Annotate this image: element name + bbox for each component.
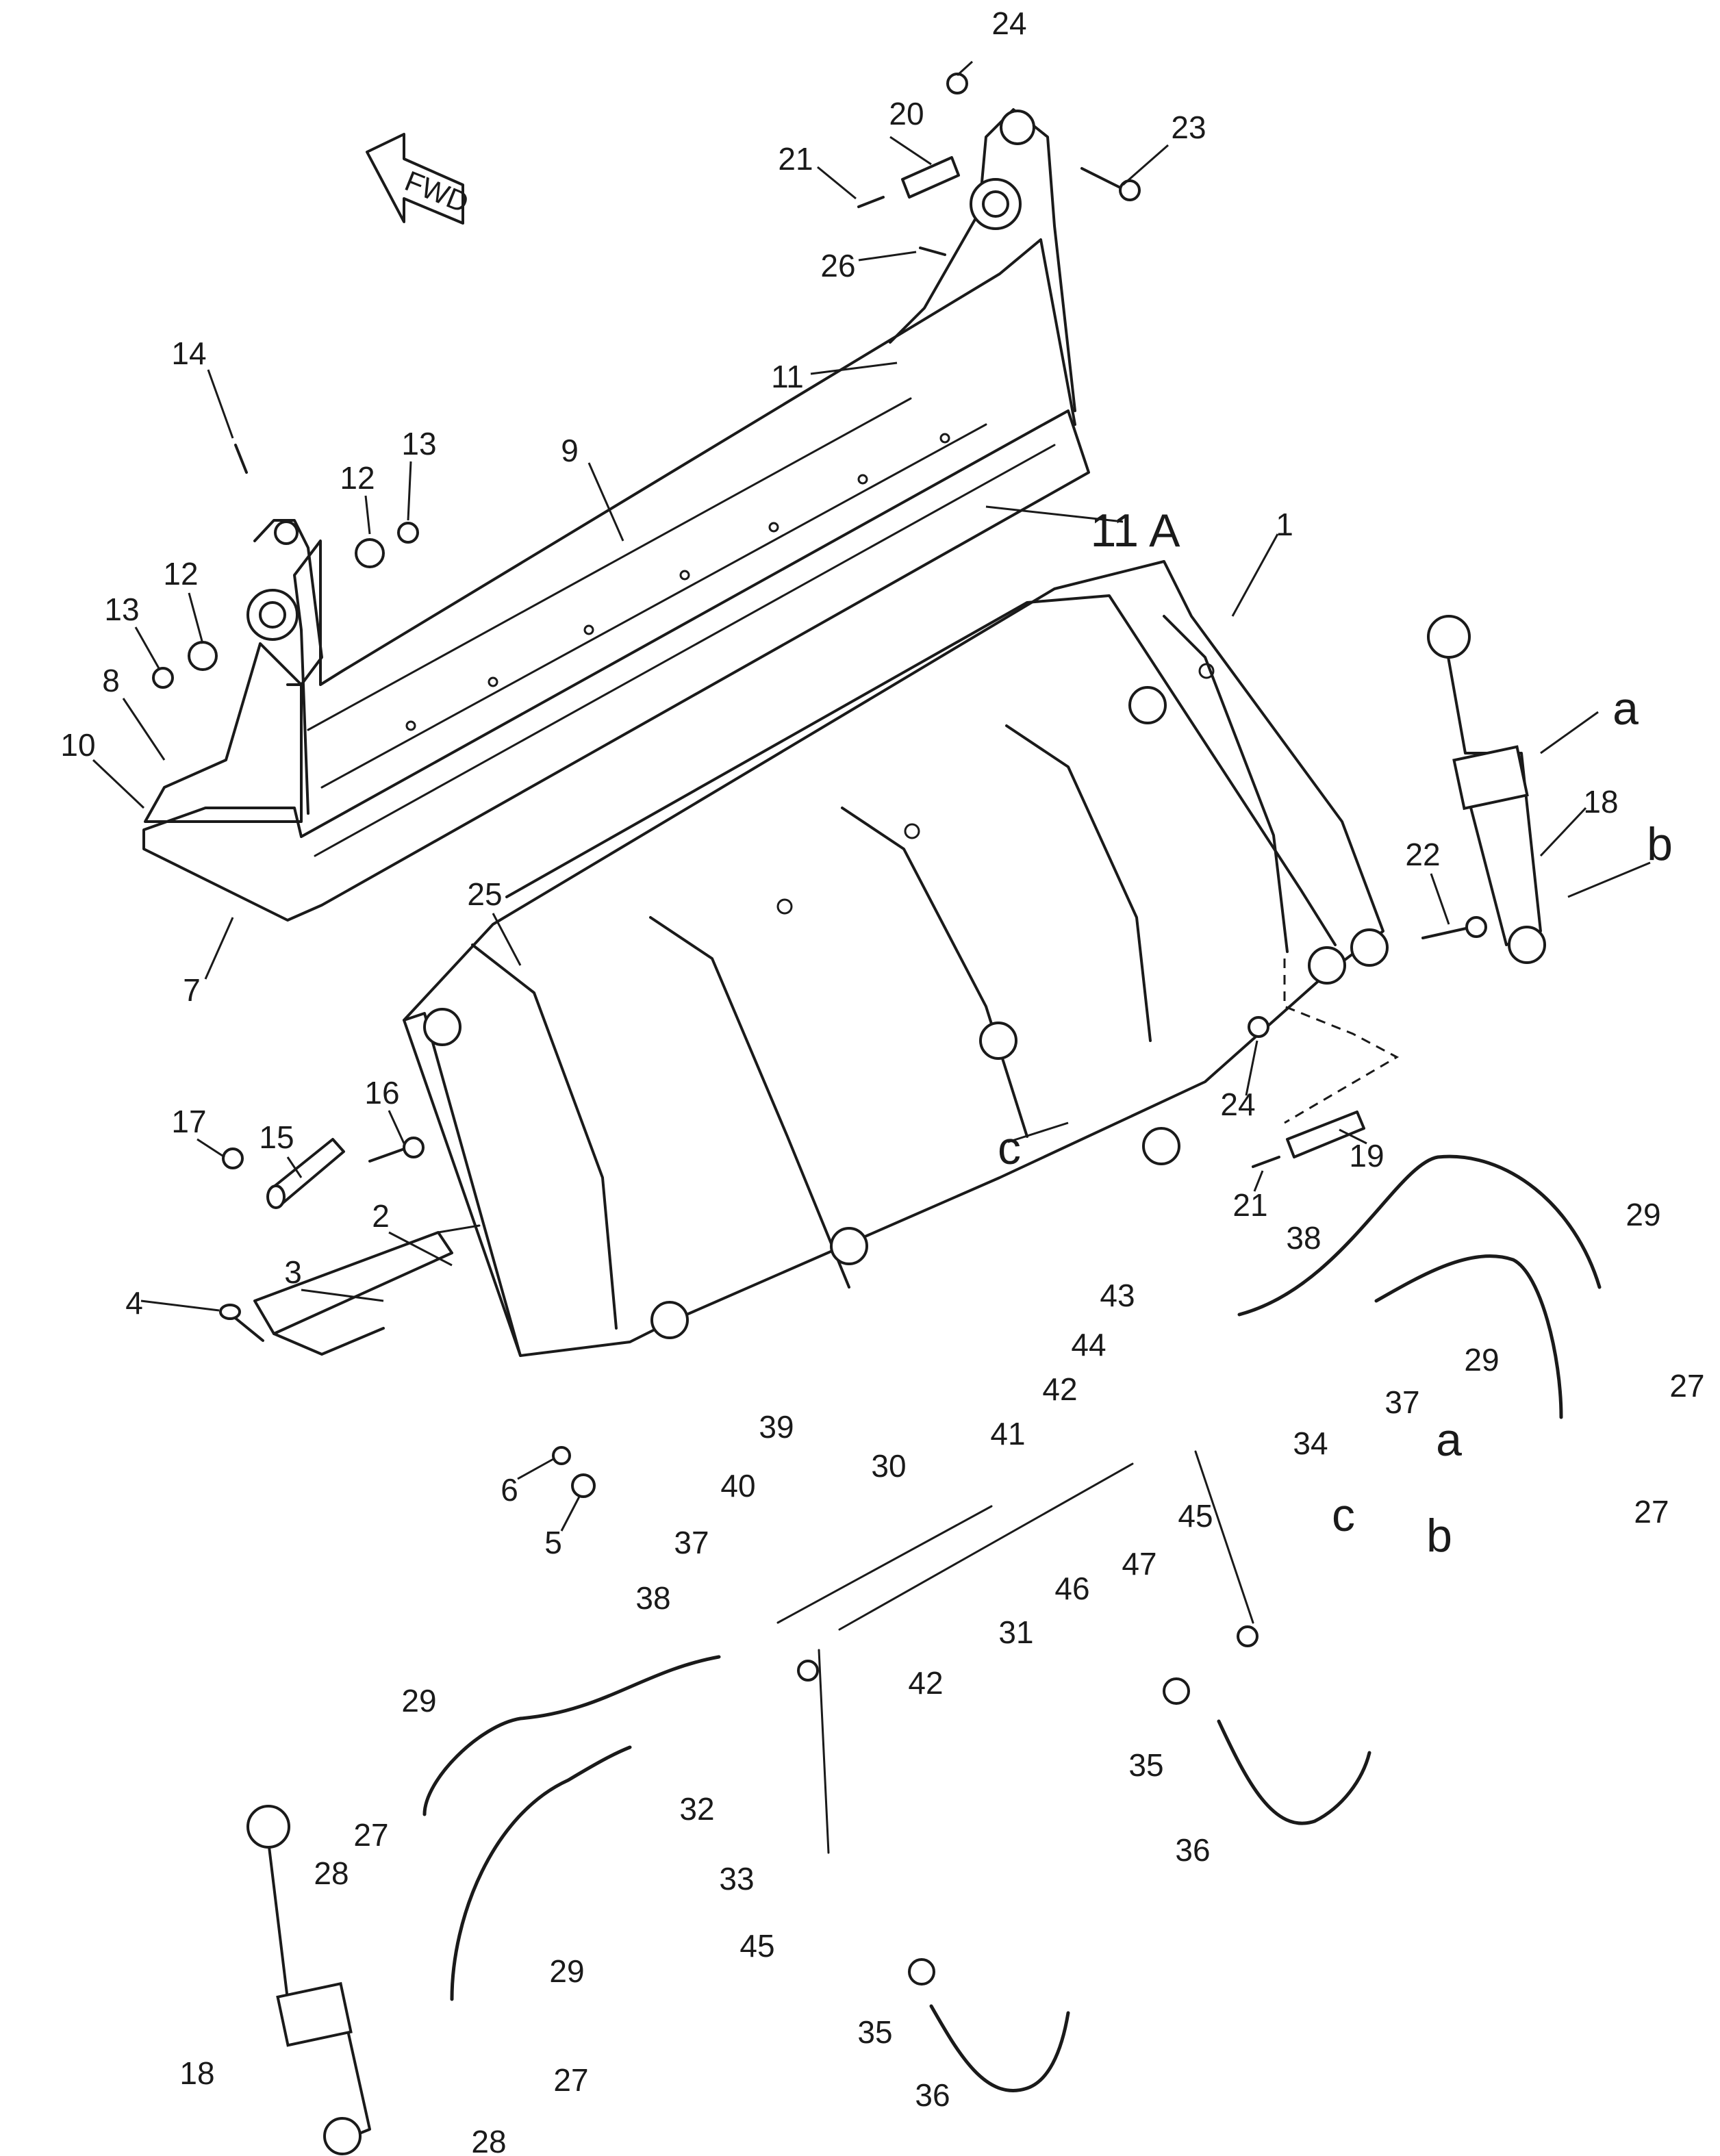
callout-c2: 2: [372, 1198, 390, 1234]
callout-c39: 39: [759, 1409, 794, 1445]
callout-c11: 11: [771, 359, 804, 394]
callout-c5: 5: [544, 1525, 562, 1560]
callout-c29b: 29: [1464, 1342, 1499, 1378]
callout-c3: 3: [284, 1254, 302, 1290]
callout-c31: 31: [998, 1614, 1033, 1650]
callout-c16: 16: [364, 1075, 399, 1111]
callout-c14: 14: [171, 335, 206, 371]
callout-c17: 17: [171, 1104, 206, 1139]
callout-c27a: 27: [1669, 1368, 1704, 1404]
callout-c7: 7: [183, 972, 201, 1008]
callout-c18a: 18: [1583, 784, 1618, 820]
callout-c21a: 21: [778, 141, 813, 177]
hoses-and-tubes: [422, 1154, 1602, 2092]
callout-lc1: c: [998, 1122, 1021, 1174]
callout-c27d: 27: [553, 2062, 588, 2098]
callout-c6: 6: [501, 1472, 518, 1508]
callout-c24b: 24: [1220, 1087, 1255, 1122]
callout-c13a: 13: [401, 426, 436, 461]
leader-lines: [92, 60, 1651, 1532]
fwd-arrow: FWD: [366, 133, 473, 225]
callout-c10: 10: [60, 727, 95, 763]
callout-c4: 4: [125, 1285, 143, 1321]
callout-c45a: 45: [1178, 1498, 1213, 1534]
callout-c44: 44: [1071, 1327, 1106, 1362]
callout-c21b: 21: [1232, 1187, 1267, 1223]
callout-la2: a: [1436, 1414, 1462, 1466]
callout-c38a: 38: [1286, 1220, 1321, 1256]
callout-c40: 40: [720, 1468, 755, 1504]
callout-lb2: b: [1426, 1510, 1452, 1562]
callout-c18b: 18: [179, 2055, 214, 2091]
callout-c1: 1: [1276, 507, 1293, 542]
callout-c35a: 35: [1128, 1747, 1163, 1783]
callout-c37a: 37: [1384, 1384, 1419, 1420]
callout-c29d: 29: [549, 1953, 584, 1989]
callout-c12a: 12: [340, 460, 375, 496]
callout-c47: 47: [1122, 1546, 1156, 1582]
callout-c26: 26: [820, 248, 855, 283]
callout-c25: 25: [467, 876, 502, 912]
callout-c19: 19: [1349, 1138, 1384, 1174]
callout-c24a: 24: [991, 5, 1026, 41]
rear-frame: [142, 108, 1090, 922]
pins-and-hardware: [152, 73, 1487, 1498]
callout-labels: 1234567891011121213131415161718181920212…: [60, 5, 1704, 2156]
callout-c46: 46: [1054, 1571, 1089, 1606]
callout-c29c: 29: [401, 1683, 436, 1719]
callout-c28b: 28: [471, 2124, 506, 2156]
callout-c37b: 37: [674, 1525, 709, 1560]
callout-c22: 22: [1405, 837, 1440, 872]
callout-c42a: 42: [1042, 1371, 1077, 1407]
bucket-body: [253, 560, 1389, 1357]
callout-lb1: b: [1647, 818, 1673, 870]
callout-c11A: 11 A: [1090, 505, 1180, 557]
callout-c34: 34: [1293, 1425, 1328, 1461]
callout-lc2: c: [1332, 1489, 1355, 1541]
callout-c20: 20: [889, 96, 924, 131]
callout-c13b: 13: [104, 592, 139, 627]
callout-c27b: 27: [1634, 1494, 1669, 1530]
callout-c32: 32: [679, 1791, 714, 1827]
callout-c8: 8: [102, 663, 120, 698]
callout-c42b: 42: [908, 1665, 943, 1701]
callout-c43: 43: [1100, 1278, 1135, 1313]
callout-c33: 33: [719, 1861, 754, 1897]
callout-c28a: 28: [314, 1855, 349, 1891]
callout-c15: 15: [259, 1119, 294, 1155]
callout-c38b: 38: [635, 1580, 670, 1616]
callout-c27c: 27: [353, 1817, 388, 1853]
callout-c35b: 35: [857, 2014, 892, 2050]
callout-c9: 9: [561, 433, 579, 468]
callout-c12b: 12: [163, 556, 198, 592]
callout-c36b: 36: [915, 2077, 950, 2113]
callout-c45b: 45: [739, 1928, 774, 1964]
callout-c36a: 36: [1175, 1832, 1210, 1868]
callout-c41: 41: [990, 1416, 1025, 1451]
callout-la1: a: [1612, 683, 1639, 735]
hydraulic-cylinders: [246, 615, 1546, 2155]
callout-c23: 23: [1171, 110, 1206, 145]
callout-c29a: 29: [1626, 1197, 1660, 1232]
callout-c30: 30: [871, 1448, 906, 1484]
